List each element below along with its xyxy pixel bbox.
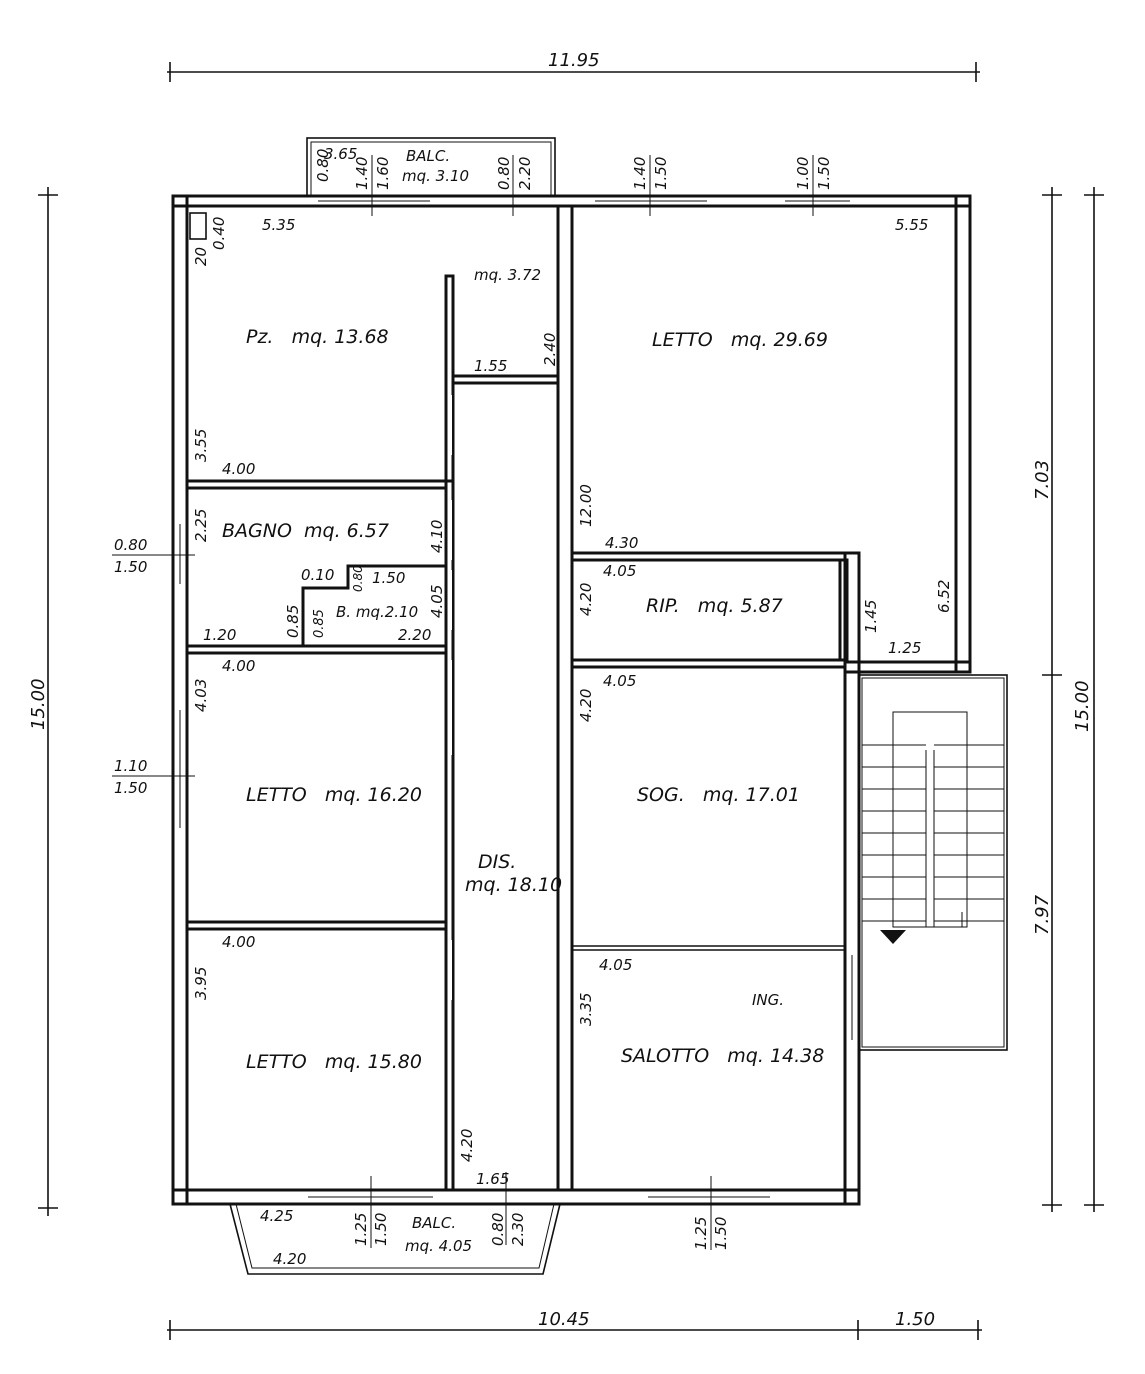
- dim: 1.10: [114, 757, 147, 775]
- balc-top-name: BALC.: [406, 147, 450, 165]
- dim: 12.00: [577, 484, 595, 527]
- dim: 4.20: [273, 1250, 306, 1268]
- dim: 4.00: [222, 657, 255, 675]
- dim: 1.50: [372, 1213, 390, 1246]
- dim-right-lower: 7.97: [1032, 894, 1053, 935]
- dim: 0.85: [284, 605, 302, 638]
- dim: 2.20: [398, 626, 431, 644]
- dim: 4.25: [260, 1207, 293, 1225]
- dim: 1.40: [353, 157, 371, 190]
- dim: 3.55: [192, 429, 210, 462]
- dim: 4.20: [458, 1129, 476, 1162]
- dim: 1.00: [794, 157, 812, 190]
- dim: 1.50: [652, 157, 670, 190]
- room-letto-mid: LETTO mq. 16.20: [246, 784, 422, 806]
- room-dis-area: mq. 18.10: [465, 874, 562, 896]
- dimension-lines: 11.95 10.45 1.50 15.00 7.03 7.97 15.00: [28, 50, 1104, 1340]
- dim-top-width: 11.95: [548, 50, 600, 71]
- balconies: [229, 137, 561, 1275]
- stair-arrow-icon: [880, 930, 906, 944]
- dim: 1.25: [692, 1217, 710, 1250]
- dim: 0.40: [210, 217, 228, 250]
- dim: 1.55: [474, 357, 507, 375]
- dim: 4.10: [428, 520, 446, 553]
- dim: 3.65: [324, 145, 357, 163]
- dim-left-height: 15.00: [28, 678, 49, 730]
- dim: 0.80: [351, 565, 365, 592]
- dim: 2.25: [192, 509, 210, 542]
- dim: 4.05: [603, 672, 636, 690]
- room-ing: ING.: [752, 991, 784, 1009]
- room-letto-low: LETTO mq. 15.80: [246, 1051, 422, 1073]
- dim: 1.50: [114, 558, 147, 576]
- dim: 3.95: [192, 967, 210, 1000]
- dim: 20: [192, 247, 210, 266]
- dim: 4.20: [577, 583, 595, 616]
- dim-bottom-stair: 1.50: [895, 1309, 935, 1330]
- room-sog: SOG. mq. 17.01: [637, 784, 800, 806]
- dim: 1.65: [476, 1170, 509, 1188]
- dim: 0.80: [314, 149, 332, 182]
- room-b-small: B. mq.2.10: [336, 603, 418, 621]
- room-dis-name: DIS.: [478, 851, 516, 873]
- balc-bottom-area: mq. 4.05: [405, 1237, 472, 1255]
- dim: 5.55: [895, 216, 928, 234]
- dim: 2.40: [541, 333, 559, 366]
- dim: 0.85: [312, 609, 327, 638]
- room-pz: Pz. mq. 13.68: [246, 326, 389, 348]
- dim: 1.45: [862, 600, 880, 633]
- dim: 4.20: [577, 689, 595, 722]
- dim: 1.60: [374, 157, 392, 190]
- balc-top-area: mq. 3.10: [402, 167, 469, 185]
- dim: 2.30: [509, 1213, 527, 1246]
- dim: 1.20: [203, 626, 236, 644]
- dim: 4.03: [192, 679, 210, 712]
- dim: 0.80: [495, 157, 513, 190]
- interior-walls: [185, 204, 849, 1192]
- dim: 0.10: [301, 566, 334, 584]
- dim: 2.20: [516, 157, 534, 190]
- dim: 1.50: [114, 779, 147, 797]
- dim: 4.30: [605, 534, 638, 552]
- dim-bottom-main: 10.45: [538, 1309, 590, 1330]
- room-rip: RIP. mq. 5.87: [646, 595, 783, 617]
- dim: 1.25: [352, 1213, 370, 1246]
- dim: 1.25: [888, 639, 921, 657]
- interior-dimensions: 3.65 0.80 1.40 1.60 0.80 2.20 1.40 1.50 …: [112, 145, 953, 1268]
- dim: 0.80: [489, 1213, 507, 1246]
- dim: 0.80: [114, 536, 147, 554]
- dim: 4.00: [222, 933, 255, 951]
- dim: 1.50: [815, 157, 833, 190]
- dim: 3.35: [577, 993, 595, 1026]
- dim: 1.50: [712, 1217, 730, 1250]
- room-bagno: BAGNO mq. 6.57: [222, 520, 389, 542]
- room-salotto: SALOTTO mq. 14.38: [621, 1045, 824, 1067]
- dim: 4.05: [603, 562, 636, 580]
- dim-right-upper: 7.03: [1032, 460, 1053, 500]
- balc-bottom-name: BALC.: [412, 1214, 456, 1232]
- stairs: [858, 674, 1008, 1051]
- dim: 4.05: [599, 956, 632, 974]
- room-labels: BALC. mq. 3.10 Pz. mq. 13.68 mq. 3.72 LE…: [222, 147, 828, 1255]
- dim-right-total: 15.00: [1072, 680, 1093, 732]
- room-closet: mq. 3.72: [474, 266, 541, 284]
- dim: 4.00: [222, 460, 255, 478]
- dim: 4.05: [428, 585, 446, 618]
- dim: 6.52: [935, 580, 953, 613]
- dim: 5.35: [262, 216, 295, 234]
- dim: 1.50: [372, 569, 405, 587]
- room-letto-big: LETTO mq. 29.69: [652, 329, 828, 351]
- dim: 1.40: [631, 157, 649, 190]
